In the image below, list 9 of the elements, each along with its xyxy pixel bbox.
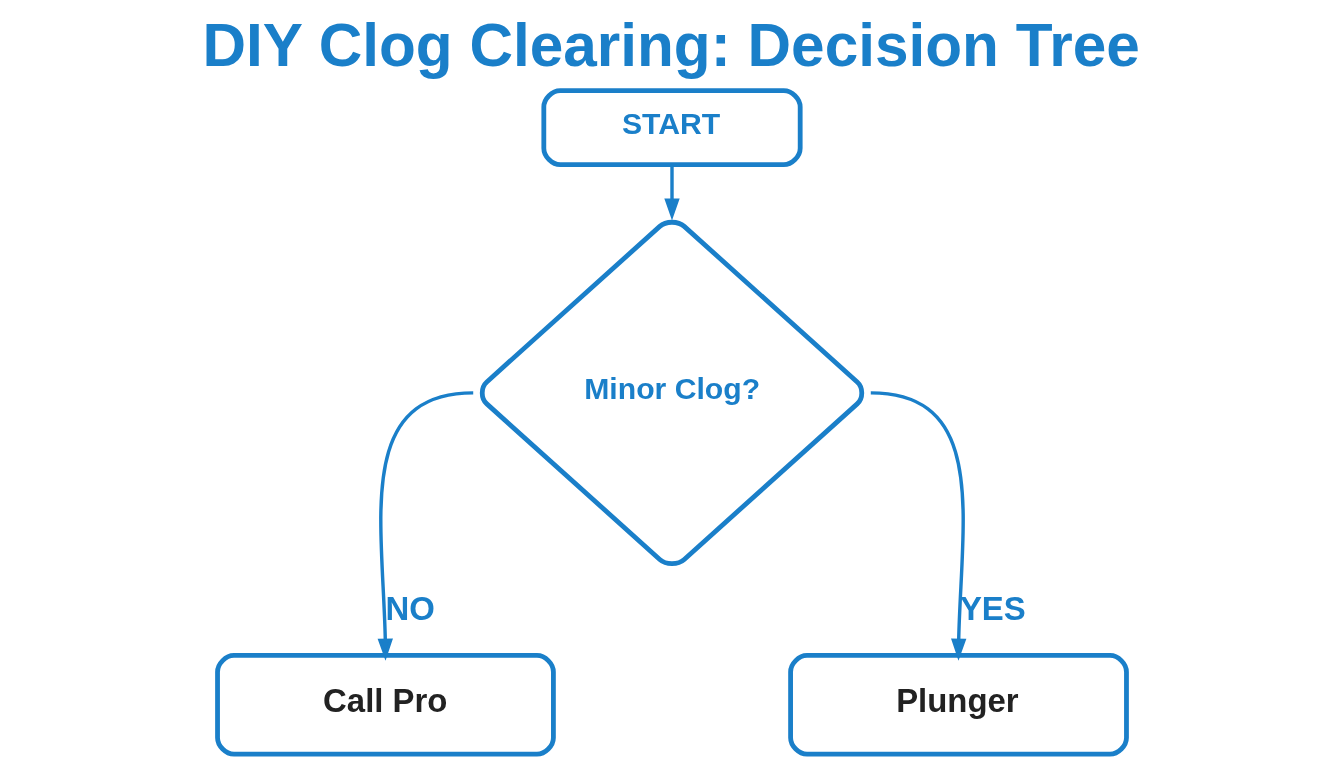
arrow (377, 391, 474, 661)
edge-label: YES (959, 590, 1026, 628)
arrow (664, 164, 680, 221)
node-box: START (541, 88, 803, 168)
arrow (870, 391, 967, 661)
diagram-title: DIY Clog Clearing: Decision Tree (202, 11, 1140, 80)
node-box: Call Pro (215, 653, 556, 757)
edge-label: NO (385, 590, 435, 628)
node-box: Plunger (788, 653, 1129, 757)
